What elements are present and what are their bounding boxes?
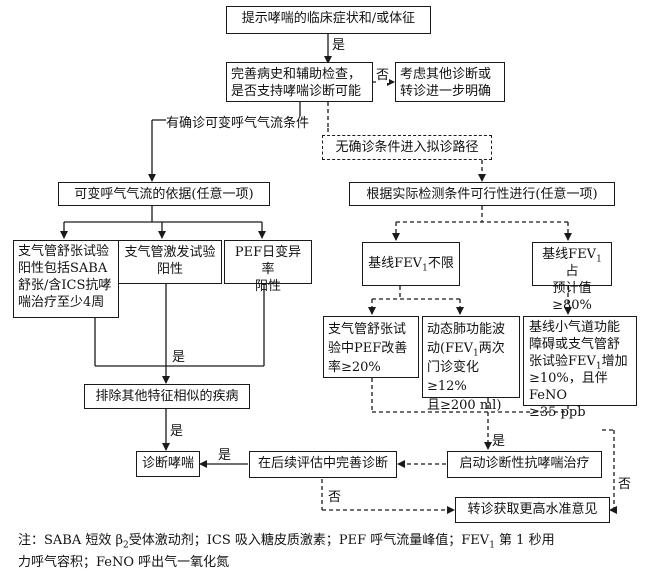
node-bdr-line1: 支气管舒张试验 [18,244,110,259]
node-bdr-pef-line1: 支气管舒张试 [328,322,407,337]
footnote-line1: 注：SABA 短效 β2受体激动剂；ICS 吸入糖皮质激素；PEF 呼气流量峰值… [18,533,555,551]
node-small-airway-line5: ≥35 ppb [529,405,586,420]
node-history-line1: 完善病史和辅助检查， [231,67,362,82]
node-bpt-positive: 支气管激发试验 阳性 [118,240,222,284]
node-exclude: 排除其他特征相似的疾病 [84,384,250,409]
node-pef-line2: 阳性 [254,279,281,294]
node-bdr-pef-line3: 率≥20% [328,360,381,375]
node-small-airway-line1: 基线小气道功能 [529,320,621,335]
label-no-right: 否 [618,477,632,492]
node-bpt-line1: 支气管激发试验 [124,245,216,260]
node-other-diagnosis: 考虑其他诊断或 转诊进一步明确 [395,62,505,102]
node-dynamic-line1: 动态肺功能波 [427,322,506,337]
node-history: 完善病史和辅助检查， 是否支持哮喘诊断可能 [226,62,373,102]
node-other-diagnosis-line1: 考虑其他诊断或 [400,67,492,82]
node-fev1-unlimited-text: 基线FEV [368,256,423,271]
node-pef-line1: PEF日变异率 [234,245,302,277]
node-bdr-line3: 舒张/含ICS抗哮 [18,278,112,293]
node-bdr-pef-line2: 验中PEF改善 [328,341,408,356]
node-fev1-unlimited: 基线FEV1不限 [362,242,460,286]
label-yes-empiric: 是 [492,434,506,449]
footnote: 注：SABA 短效 β2受体激动剂；ICS 吸入糖皮质激素；PEF 呼气流量峰值… [18,530,638,574]
node-dynamic-line4: 且≥200 ml) [427,398,502,413]
label-no-followup: 否 [328,490,342,505]
node-bdr-line2: 阳性包括SABA [18,261,108,276]
node-no-conditions: 无确诊条件进入拟诊路径 [322,135,492,160]
node-bpt-line2: 阳性 [156,262,183,277]
label-yes-followup: 是 [218,448,232,463]
node-bdr-pef: 支气管舒张试 验中PEF改善 率≥20% [323,316,419,378]
label-no-history: 否 [376,68,390,83]
label-yes-start: 是 [332,38,346,53]
node-small-airway-line3: 张试验FEV1增加 [529,354,628,372]
node-small-airway-line4: ≥10%，且伴FeNO [529,371,608,403]
node-dynamic-line3: 门诊变化≥12% [427,360,480,394]
node-fev1-80: 基线FEV1占 预计值≥80% [532,242,612,313]
node-start: 提示哮喘的临床症状和/或体征 [226,6,431,34]
node-diagnose-asthma: 诊断哮喘 [136,451,200,477]
label-yes-merge: 是 [172,350,186,365]
node-history-line2: 是否支持哮喘诊断可能 [231,84,362,99]
label-confirm-conditions: 有确诊可变呼气气流条件 [166,116,310,131]
node-pef-variability: PEF日变异率 阳性 [224,240,312,294]
node-variable-basis: 可变呼气气流的依据(任意一项) [58,182,270,206]
node-refer: 转诊获取更高水准意见 [455,497,610,523]
node-empiric-treatment: 启动诊断性抗哮喘治疗 [447,451,602,478]
node-feasible: 根据实际检测条件可行性进行(任意一项) [349,182,615,206]
node-fev1-unlimited-post: 不限 [427,256,454,271]
node-small-airway-line2: 障碍或支气管舒 [529,337,621,352]
node-fev1-80-line1: 基线FEV1占 [542,247,602,279]
node-bdr-positive: 支气管舒张试验 阳性包括SABA 舒张/含ICS抗哮 喘治疗至少4周 [13,240,119,318]
node-followup: 在后续评估中完善诊断 [249,451,397,478]
node-dynamic-lung-function: 动态肺功能波 动(FEV1两次 门诊变化≥12% 且≥200 ml) [422,316,520,413]
node-fev1-80-line2: 预计值≥80% [552,281,592,313]
node-bdr-line4: 喘治疗至少4周 [18,295,105,310]
node-dynamic-line2: 动(FEV1两次 [427,341,505,359]
node-fev1-unlimited-sub: 1 [422,263,428,274]
flowchart-connectors [60,34,617,514]
node-other-diagnosis-line2: 转诊进一步明确 [400,84,492,99]
node-small-airway: 基线小气道功能 障碍或支气管舒 张试验FEV1增加 ≥10%，且伴FeNO ≥3… [523,316,637,420]
label-yes-exclude: 是 [170,424,184,439]
footnote-line2: 力呼气容积；FeNO 呼出气一氧化氮 [18,555,230,570]
